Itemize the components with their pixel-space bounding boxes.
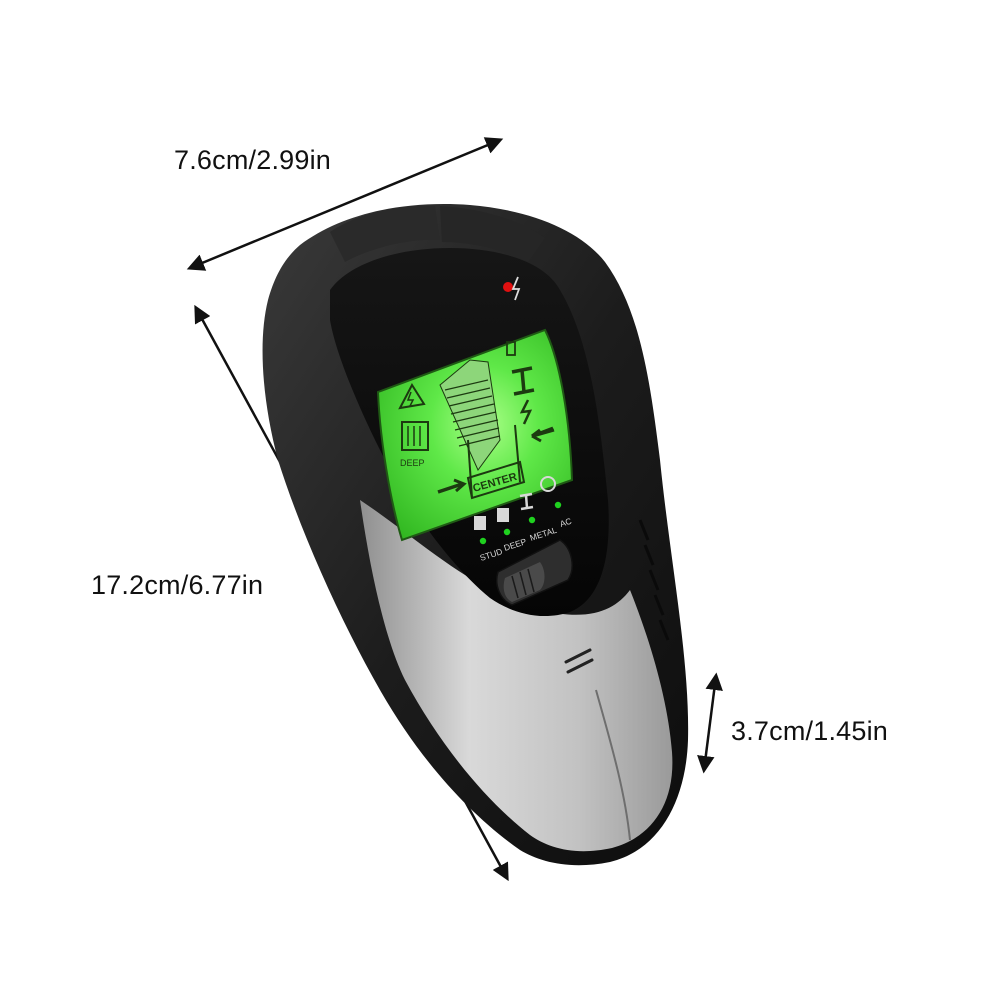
width-dimension-arrow <box>186 137 504 271</box>
battery-icon <box>506 341 516 356</box>
metal-ibeam-icon <box>511 366 535 396</box>
lcd-deep-label: DEEP <box>400 458 425 468</box>
deep-mode-icon <box>497 508 509 522</box>
ac-mode-icon <box>540 476 556 492</box>
ac-indicator-label: AC <box>559 516 573 529</box>
status-led-red <box>503 282 513 292</box>
speaker-grille-icon <box>564 648 594 674</box>
right-arrow-icon <box>437 482 463 494</box>
deep-led <box>503 528 511 536</box>
hazard-warning-icon <box>398 382 426 410</box>
deep-stud-icon <box>401 421 429 451</box>
device-top-cap <box>330 205 440 262</box>
device-silver-panel <box>360 500 673 852</box>
depth-dimension-arrow <box>697 672 723 774</box>
lcd-ac-lightning-icon <box>519 399 533 425</box>
mode-slide-switch[interactable] <box>496 539 573 606</box>
stud-led <box>479 537 487 545</box>
ac-warning-lightning-icon <box>511 276 521 301</box>
depth-dimension-label: 3.7cm/1.45in <box>731 716 888 746</box>
signal-bar-graph <box>439 359 501 471</box>
mode-indicator-icons <box>474 476 556 530</box>
side-grip <box>638 519 670 641</box>
stud-finder-device: DEEP <box>262 204 689 866</box>
metal-mode-icon <box>519 492 534 511</box>
lcd-screen: DEEP <box>376 328 574 542</box>
ac-led <box>554 501 562 509</box>
metal-led <box>528 516 536 524</box>
panel-seam <box>595 689 631 841</box>
mode-leds <box>479 501 562 545</box>
stud-mode-icon <box>474 516 486 530</box>
